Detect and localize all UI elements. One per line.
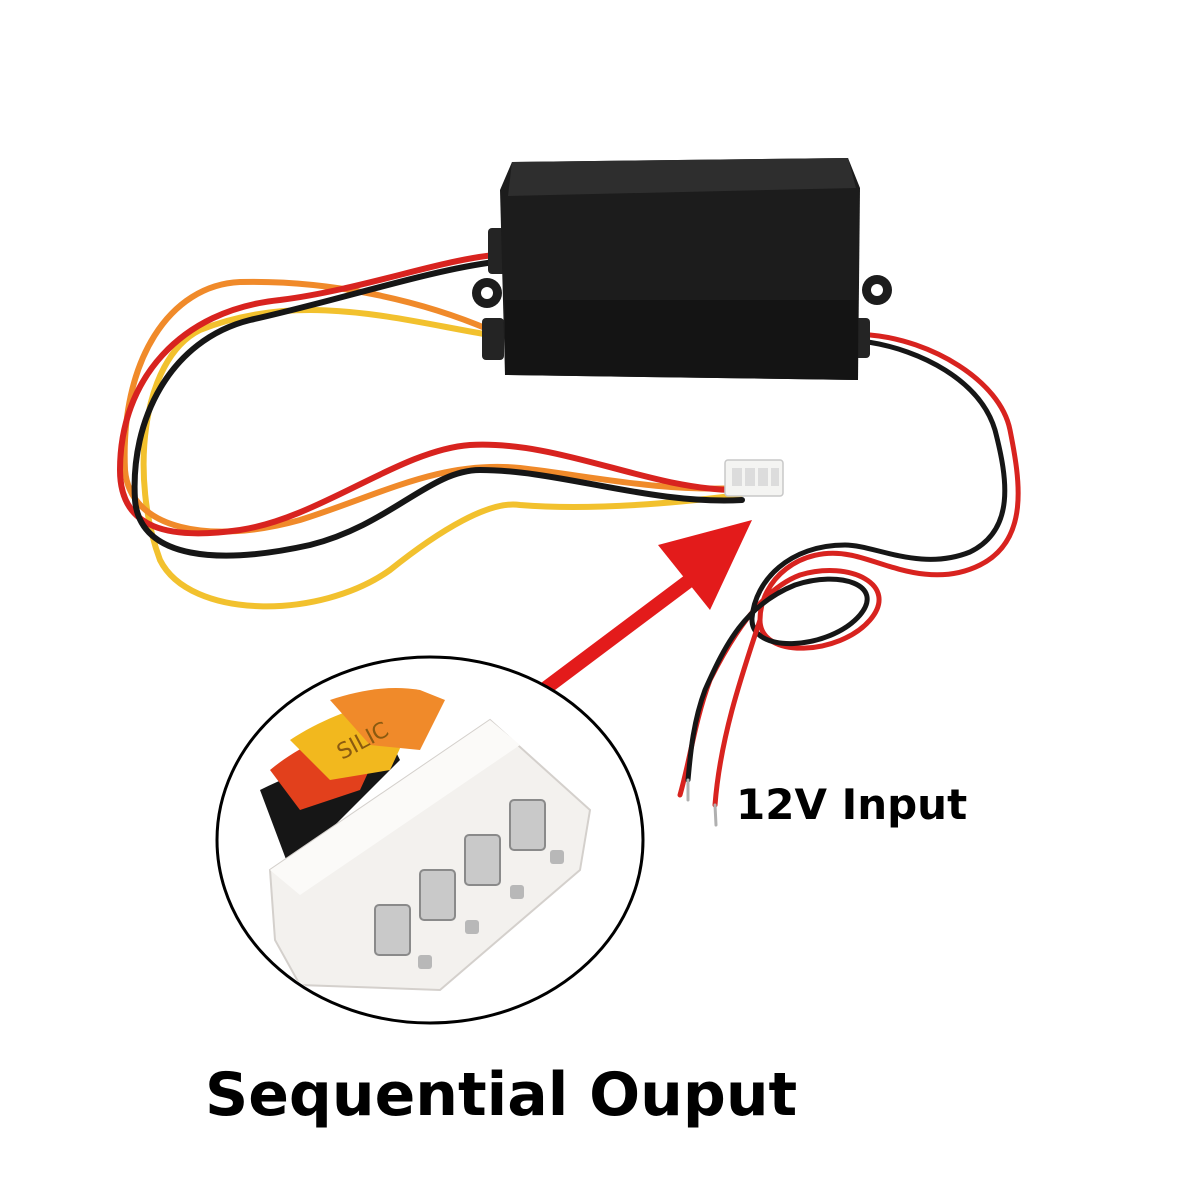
controller-module bbox=[472, 158, 892, 380]
pointer-arrow bbox=[523, 520, 752, 707]
connector-zoom-inset: SILIC bbox=[215, 655, 645, 1025]
jst-connector bbox=[724, 459, 784, 497]
input-wire-tips bbox=[686, 778, 718, 827]
input-label: 12V Input bbox=[736, 780, 968, 829]
output-wire-harness bbox=[116, 252, 745, 610]
output-label: Sequential Ouput bbox=[205, 1060, 798, 1130]
input-wire-pair bbox=[677, 332, 1021, 808]
